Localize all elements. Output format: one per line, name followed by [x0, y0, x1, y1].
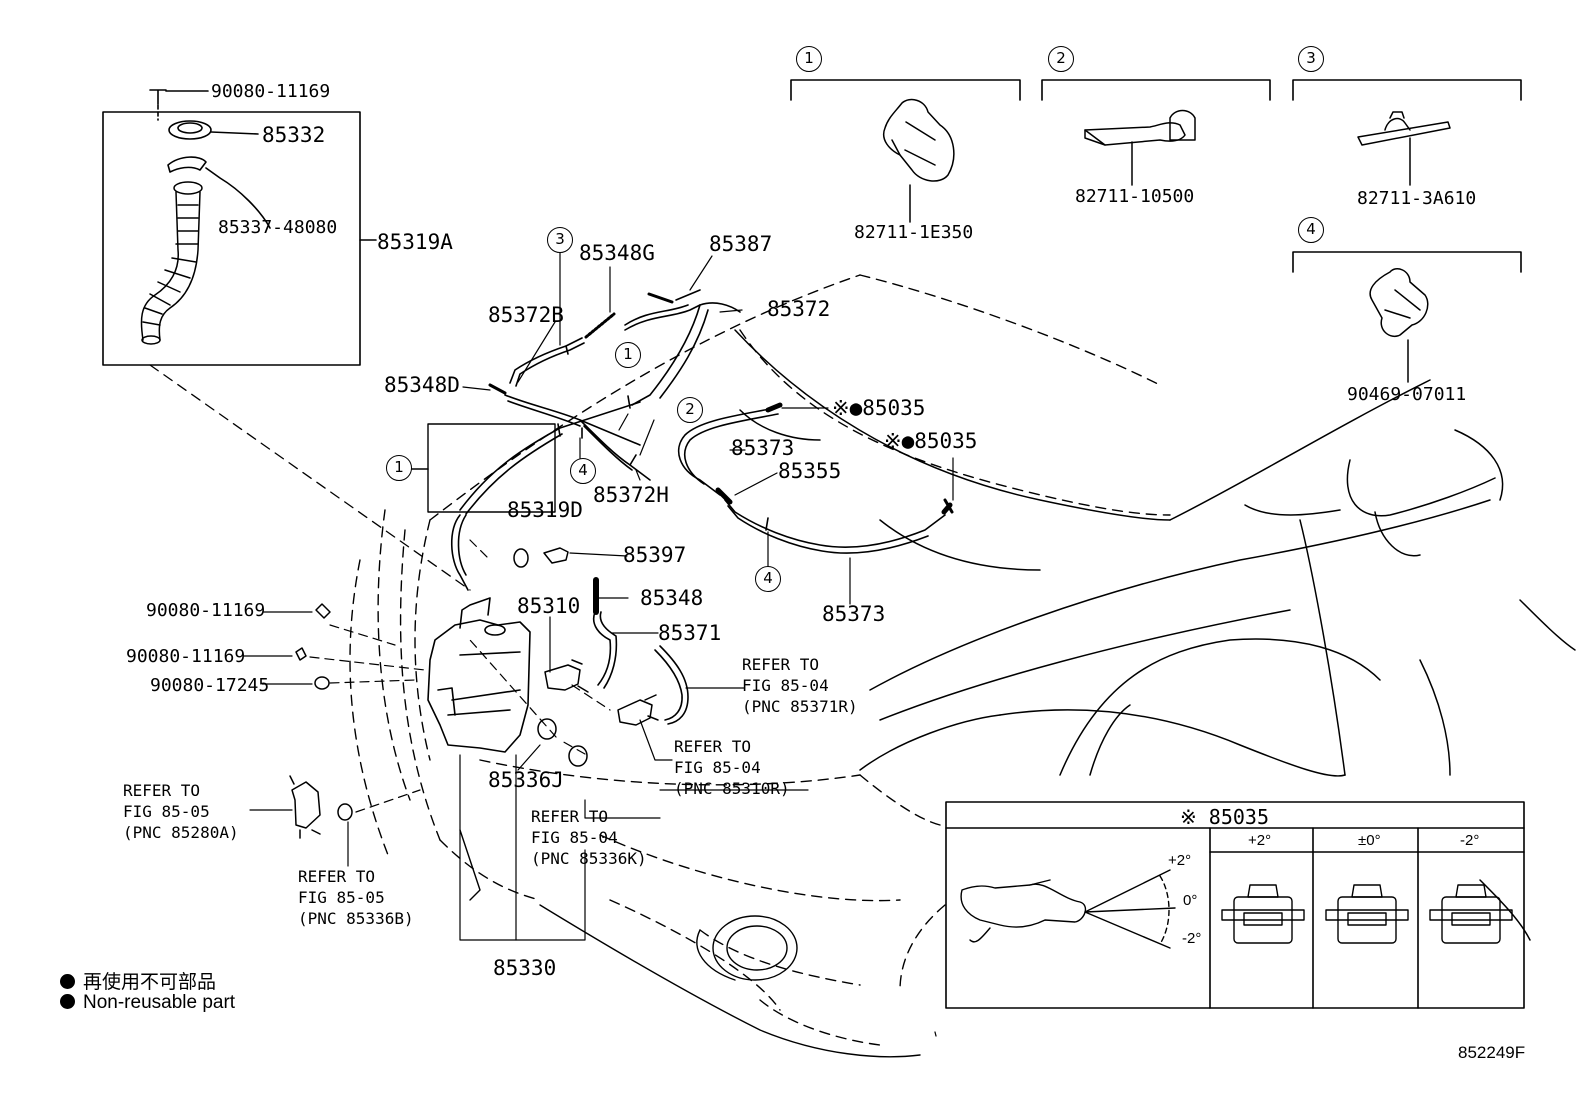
figure-id: 852249F — [1458, 1043, 1526, 1062]
legend-jp-text: 再使用不可部品 — [83, 972, 217, 993]
inset-views — [1221, 884, 1513, 944]
inset-title: ※ 85035 — [1180, 805, 1270, 829]
callout-2-header: 2 — [1048, 46, 1074, 72]
label-90469-07011: 90469-07011 — [1347, 384, 1467, 405]
legend-en-text: Non-reusable part — [83, 992, 236, 1013]
car-body-outline — [349, 274, 1171, 1046]
callout-3-hose: 3 — [547, 227, 573, 253]
callout-4-hose-lower: 4 — [755, 566, 781, 592]
refer-85336K: REFER TO FIG 85-04 (PNC 85336K) — [531, 807, 647, 868]
label-90080-11169-b: 90080-11169 — [126, 646, 246, 667]
callout-4-header: 4 — [1298, 217, 1324, 243]
legend-en: Non-reusable part — [60, 992, 235, 1014]
label-85332: 85332 — [262, 123, 326, 147]
clip-3-shape — [1357, 111, 1451, 186]
filled-dot-icon — [60, 974, 75, 989]
filled-dot-icon — [60, 994, 75, 1009]
clip-1-shape — [883, 98, 955, 223]
callout-1-hose: 1 — [615, 342, 641, 368]
label-85372B: 85372B — [488, 303, 564, 327]
fog-lamp — [696, 915, 798, 981]
label-85371: 85371 — [658, 621, 722, 645]
label-85310: 85310 — [517, 594, 581, 618]
label-82711-3A610: 82711-3A610 — [1357, 188, 1477, 209]
angle-plus2: +2° — [1168, 852, 1192, 869]
clip-4-shape — [1369, 268, 1429, 383]
callout-3-header: 3 — [1298, 46, 1324, 72]
pump-85310R-shape — [617, 694, 659, 726]
bolt-top-shape — [149, 89, 209, 121]
label-90080-11169-top: 90080-11169 — [211, 81, 331, 102]
legend-jp: 再使用不可部品 — [60, 967, 216, 994]
hoses — [450, 289, 954, 725]
label-85319A: 85319A — [377, 230, 453, 254]
car-body-solid — [734, 329, 1576, 941]
washer-tank-shape — [427, 597, 531, 753]
inlet-hose-shape — [140, 181, 203, 345]
label-85035-b: ※●85035 — [884, 429, 978, 453]
leader-lines — [243, 249, 954, 941]
seal-85337-shape — [167, 156, 271, 229]
inset-col-minus2: -2° — [1460, 832, 1480, 849]
clip-2-shape — [1084, 109, 1196, 186]
label-90080-11169-a: 90080-11169 — [146, 600, 266, 621]
cap-85332-shape — [168, 120, 259, 140]
label-85348G: 85348G — [579, 241, 655, 265]
clip-group-brackets — [790, 79, 1522, 273]
callout-2-hose: 2 — [677, 397, 703, 423]
label-85330: 85330 — [493, 956, 557, 980]
inset-nozzle-shape — [960, 869, 1176, 949]
label-82711-10500: 82711-10500 — [1075, 186, 1195, 207]
label-85337-48080: 85337-48080 — [218, 217, 338, 238]
inset-85035-box — [945, 801, 1525, 1009]
label-85319D: 85319D — [507, 498, 583, 522]
refer-85371R: REFER TO FIG 85-04 (PNC 85371R) — [742, 655, 858, 716]
angle-zero: 0° — [1183, 892, 1198, 909]
label-85336J: 85336J — [488, 768, 564, 792]
label-85348: 85348 — [640, 586, 704, 610]
box-85319A — [102, 111, 361, 366]
angle-minus2: -2° — [1182, 930, 1202, 947]
refer-85310R: REFER TO FIG 85-04 (PNC 85310R) — [674, 737, 790, 798]
label-82711-1E350: 82711-1E350 — [854, 222, 974, 243]
refer-85336B: REFER TO FIG 85-05 (PNC 85336B) — [298, 867, 414, 928]
inset-col-plus2: +2° — [1248, 832, 1272, 849]
callout-4-hose: 4 — [570, 458, 596, 484]
label-85387: 85387 — [709, 232, 773, 256]
refer-85280A: REFER TO FIG 85-05 (PNC 85280A) — [123, 781, 239, 842]
label-85372: 85372 — [767, 297, 831, 321]
pump-85310-shape — [544, 659, 589, 693]
inset-col-zero: ±0° — [1358, 832, 1381, 849]
callout-1-box: 1 — [386, 455, 412, 481]
pump-85280A-shape — [289, 775, 321, 839]
callout-1-header: 1 — [796, 46, 822, 72]
label-85348D: 85348D — [384, 373, 460, 397]
grommets — [295, 547, 588, 821]
label-85035-a: ※●85035 — [832, 396, 926, 420]
label-85397: 85397 — [623, 543, 687, 567]
label-90080-17245: 90080-17245 — [150, 675, 270, 696]
label-85355: 85355 — [778, 459, 842, 483]
label-85373-a: 85373 — [731, 436, 795, 460]
label-85372H: 85372H — [593, 483, 669, 507]
label-85373-b: 85373 — [822, 602, 886, 626]
